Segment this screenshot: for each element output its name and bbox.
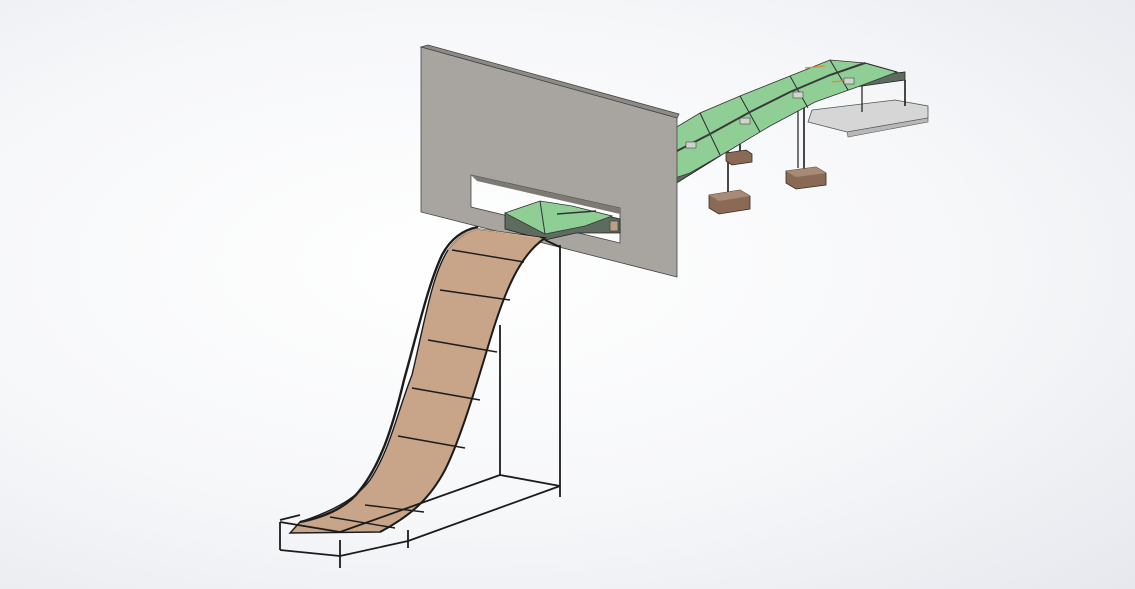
curved-slide — [288, 225, 547, 534]
support-block — [785, 106, 827, 190]
wall-opening-inner — [471, 175, 620, 214]
end-platform-top — [807, 99, 929, 133]
upper-conveyor — [674, 59, 906, 185]
end-platform-front — [846, 117, 929, 138]
upper-conveyor-center-rail — [674, 62, 866, 153]
wall-panel-face — [420, 46, 678, 278]
wall-panel — [419, 44, 680, 278]
support-blocks — [708, 80, 906, 215]
opening-conveyor — [503, 200, 621, 241]
support-block — [708, 140, 751, 215]
slide-panel-seams — [329, 249, 525, 529]
end-platform — [807, 99, 929, 138]
slide-surface — [288, 228, 547, 534]
slide-support-frame — [279, 239, 561, 568]
support-leg — [861, 80, 906, 112]
upper-conveyor-roller-housings — [685, 77, 855, 149]
slide-left-rail — [299, 225, 479, 524]
